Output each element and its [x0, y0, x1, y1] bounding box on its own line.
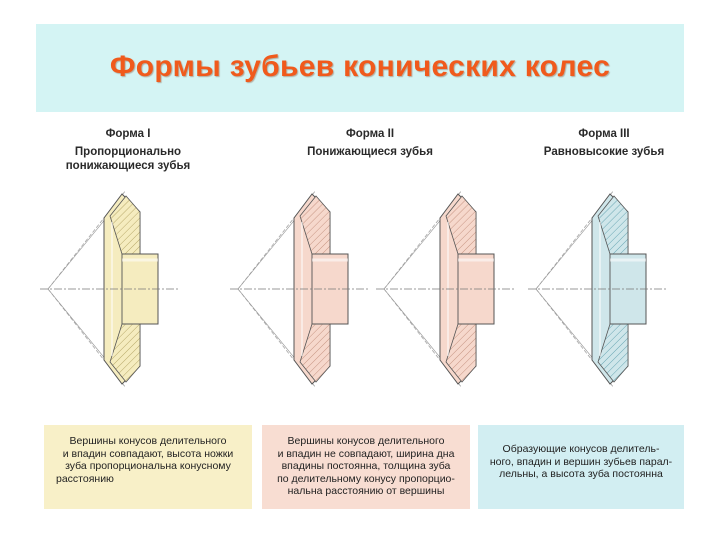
form-1-desc-line-2: понижающиеся зубья	[65, 160, 191, 172]
form-2-heading: Форма II Понижающиеся зубья	[270, 127, 470, 159]
form-2-gear-section-b	[376, 189, 516, 389]
form-1-heading: Форма I Пропорционально понижающиеся зуб…	[28, 127, 228, 173]
upper-tooth-section	[597, 195, 629, 255]
form-1-desc-line-1: Пропорционально	[74, 146, 182, 158]
form-2-text-line: Вершины конусов делительного	[287, 435, 445, 447]
form-2-text-line: нальна расстоянию от вершины	[287, 485, 445, 497]
upper-tooth-section	[299, 195, 331, 255]
form-2-desc-line-1: Понижающиеся зубья	[307, 146, 433, 158]
form-3-text-line: ного, впадин и вершин зубьев парал-	[489, 455, 673, 468]
form-1-text-line: и впадин совпадают, высота ножки	[62, 447, 234, 460]
upper-tooth-section	[445, 195, 477, 255]
form-2-text-line: по делительному конусу пропорцио-	[277, 472, 455, 485]
lower-tooth-section	[299, 323, 331, 383]
form-3-text-line: Образующие конусов делитель-	[502, 443, 660, 455]
lower-tooth-section	[597, 323, 629, 383]
lower-tooth-section	[445, 323, 477, 383]
lower-tooth-section	[109, 323, 141, 383]
title-banner: Формы зубьев конических колес	[36, 24, 684, 112]
form-3-heading: Форма III Равновысокие зубья	[504, 127, 704, 159]
form-1-text-line: зуба пропорциональна конусному	[65, 460, 231, 472]
upper-tooth-section	[109, 195, 141, 255]
form-3-name: Форма III	[578, 128, 630, 140]
form-3-description-box: Образующие конусов делитель- ного, впади…	[478, 425, 684, 509]
form-2-name: Форма II	[345, 128, 395, 140]
page-title: Формы зубьев конических колес	[109, 50, 611, 83]
form-1-name: Форма I	[105, 128, 151, 140]
form-2-text-line: впадины постоянна, толщина зуба	[281, 460, 451, 472]
form-1-text-line: Вершины конусов делительного	[69, 435, 227, 447]
form-1-gear-section	[40, 189, 180, 389]
form-3-gear-section	[528, 189, 668, 389]
form-3-text-line: лельны, а высота зуба постоянна	[499, 468, 663, 480]
form-1-description-box: Вершины конусов делительного и впадин со…	[44, 425, 252, 509]
form-2-text-line: и впадин не совпадают, ширина дна	[277, 447, 455, 460]
form-3-desc-line-1: Равновысокие зубья	[543, 146, 665, 158]
form-2-description-box: Вершины конусов делительного и впадин не…	[262, 425, 470, 509]
form-2-gear-section-a	[230, 189, 370, 389]
form-1-text-line: расстоянию	[56, 472, 114, 485]
